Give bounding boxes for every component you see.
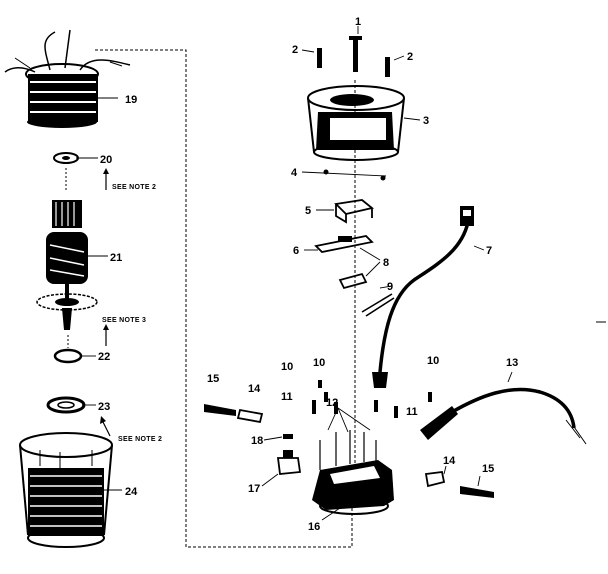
callout-14-left: 14 <box>248 383 261 395</box>
motor-housing-part <box>19 432 113 548</box>
callout-7: 7 <box>486 245 492 257</box>
part-22-washer <box>53 335 83 364</box>
armature-part <box>36 200 98 330</box>
part-13-cord <box>420 387 587 445</box>
part-5-bracket <box>334 199 375 224</box>
callout-14-right: 14 <box>443 455 456 467</box>
part-8-brush <box>338 272 368 290</box>
callout-17: 17 <box>248 483 260 495</box>
part-9-spring <box>361 293 395 317</box>
callout-10-right: 10 <box>427 355 439 367</box>
callout-11-right: 11 <box>406 406 418 418</box>
callout-1: 1 <box>355 16 361 28</box>
callout-2-left: 2 <box>292 44 298 56</box>
callout-3: 3 <box>423 115 429 127</box>
callout-22: 22 <box>98 351 110 363</box>
callout-12: 12 <box>326 397 338 409</box>
callout-6: 6 <box>293 245 299 257</box>
callout-5: 5 <box>305 205 311 217</box>
parts-14-15-right <box>424 471 494 498</box>
field-assembly-part <box>4 29 131 128</box>
callout-24: 24 <box>125 486 138 498</box>
callout-16: 16 <box>308 521 320 533</box>
callout-20: 20 <box>100 154 112 166</box>
note-arrows <box>100 168 111 437</box>
see-note-label: SEE NOTE 3 <box>102 317 146 324</box>
callout-15-left: 15 <box>207 373 219 385</box>
callout-4: 4 <box>291 167 298 179</box>
leader-lines <box>76 26 513 521</box>
callout-23: 23 <box>98 401 110 413</box>
part-23-bearing <box>46 396 86 414</box>
part-2-screws <box>317 48 390 77</box>
part-6-brush-holder <box>314 235 374 253</box>
callout-13: 13 <box>506 357 518 369</box>
see-note-label: SEE NOTE 2 <box>112 184 156 191</box>
part-16-base-assembly <box>312 430 394 515</box>
part-7-cord <box>372 206 474 388</box>
note-labels: SEE NOTE 2 SEE NOTE 3 SEE NOTE 2 <box>102 184 162 443</box>
parts-17-18 <box>276 434 302 475</box>
part-20-washer <box>53 152 79 190</box>
callout-18: 18 <box>251 435 263 447</box>
callout-21: 21 <box>110 252 122 264</box>
callout-9: 9 <box>387 281 393 293</box>
callout-19: 19 <box>125 94 137 106</box>
parts-10-11-12-screws <box>312 380 432 418</box>
part-1-screw <box>349 36 362 72</box>
callout-labels: 1 2 2 3 4 5 6 7 8 9 10 10 10 11 11 12 13… <box>98 16 518 533</box>
callout-2-right: 2 <box>407 51 413 63</box>
callout-8: 8 <box>383 257 389 269</box>
see-note-label: SEE NOTE 2 <box>118 436 162 443</box>
parts-14-15-left <box>204 404 264 424</box>
callout-10-middle: 10 <box>313 357 325 369</box>
callout-10-left: 10 <box>281 361 293 373</box>
part-3-end-cap <box>307 85 405 161</box>
callout-15-right: 15 <box>482 463 494 475</box>
callout-11-left: 11 <box>281 391 293 403</box>
